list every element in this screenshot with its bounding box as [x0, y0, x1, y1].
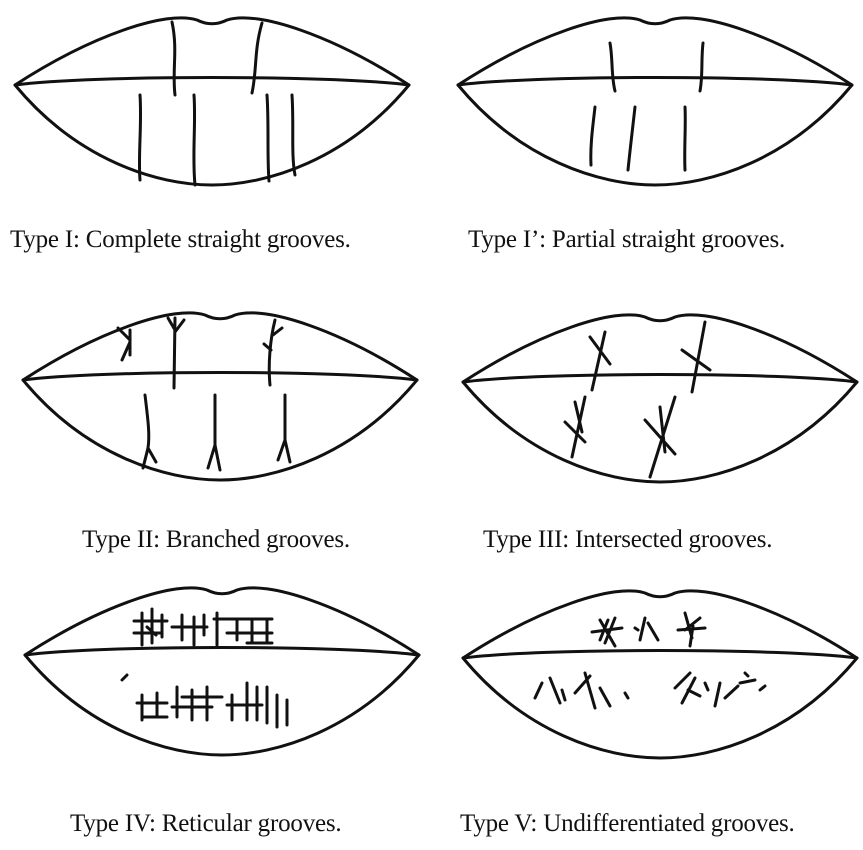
lip-type-1-prime	[458, 18, 852, 185]
caption-type-1-prime: Type I’: Partial straight grooves.	[468, 226, 785, 254]
lip-type-2	[23, 313, 417, 480]
caption-type-2: Type II: Branched grooves.	[82, 526, 350, 554]
caption-type-5: Type V: Undifferentiated grooves.	[460, 810, 795, 838]
lip-type-5	[463, 591, 857, 758]
caption-type-4: Type IV: Reticular grooves.	[70, 810, 341, 838]
lip-type-3	[463, 315, 857, 482]
lip-type-1	[15, 18, 409, 185]
lip-type-4	[25, 588, 419, 755]
caption-type-3: Type III: Intersected grooves.	[483, 526, 772, 554]
caption-type-1: Type I: Complete straight grooves.	[10, 226, 351, 254]
